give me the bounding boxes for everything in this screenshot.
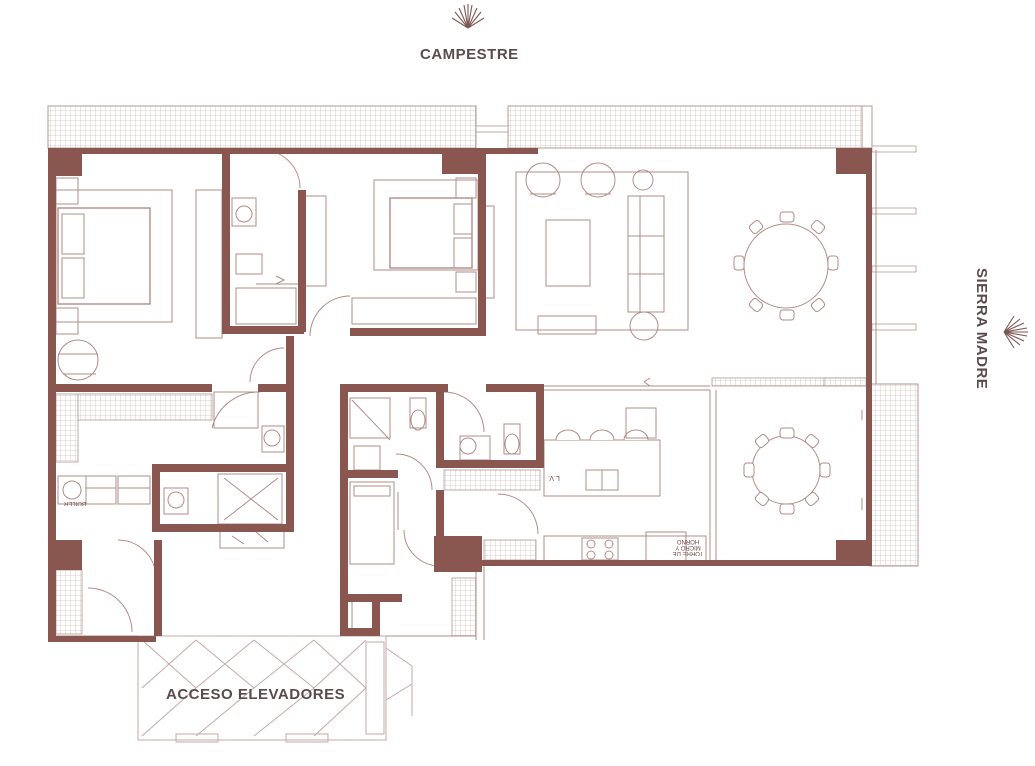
boiler-label: BOILER [64, 500, 87, 506]
dining-chairs [555, 211, 839, 515]
walls [48, 148, 872, 642]
elevator-access-label: ACCESO ELEVADORES [166, 686, 346, 703]
east-sun-icon [1003, 315, 1028, 349]
laundry-label: L.V. [548, 474, 560, 481]
north-orientation-label: CAMPESTRE [420, 46, 519, 63]
east-orientation-label: SIERRA MADRE [973, 268, 990, 390]
stair-hatching [55, 393, 541, 637]
north-sun-icon [451, 4, 485, 29]
kitchen-fixtures [625, 407, 657, 439]
terrace-north [47, 105, 873, 149]
elevator-lobby [137, 635, 413, 743]
oven-tower-label: TORRE DE MICRO Y HORNO [672, 538, 704, 556]
